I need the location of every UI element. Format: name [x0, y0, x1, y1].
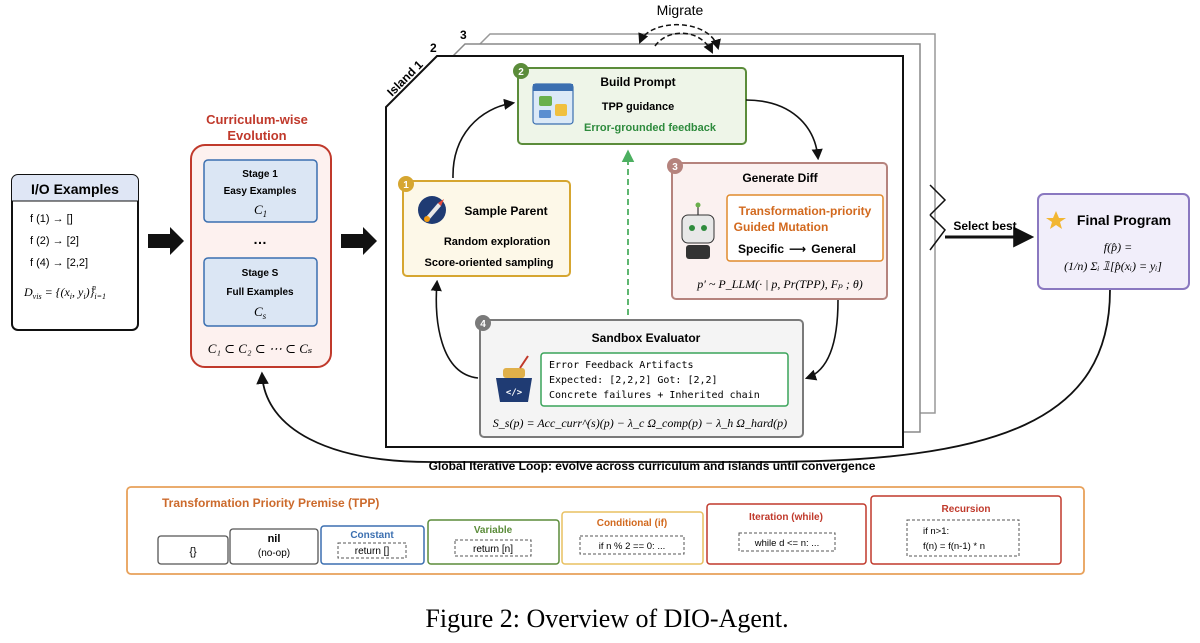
stage-1-title: Stage 1 [242, 169, 278, 180]
select-best-label: Select best [953, 219, 1016, 233]
diff-step-number: 3 [672, 162, 678, 173]
svg-text:Constant: Constant [350, 530, 394, 541]
stage-s-title: Stage S [242, 268, 279, 279]
stage-1-box [203, 159, 318, 223]
stage-s-symbol: Cs [254, 304, 267, 321]
tpp-item-recursion: Recursion if n>1: f(n) = f(n-1) * n [870, 495, 1062, 565]
build-line2: Error-grounded feedback [584, 122, 717, 134]
curriculum-chain: C₁ ⊂ C₂ ⊂ ⋯ ⊂ Cₛ [208, 341, 313, 356]
artifact-line: Error Feedback Artifacts [549, 360, 694, 371]
mutation-line2: Guided Mutation [734, 220, 829, 234]
final-line1: f(p̂) = [1104, 240, 1132, 254]
svg-text:return []: return [] [355, 546, 390, 557]
svg-text:Iteration (while): Iteration (while) [749, 512, 823, 523]
sandbox-evaluator-node: 4 Sandbox Evaluator </> Error Feedback A… [475, 315, 804, 438]
artifact-line: Expected: [2,2,2] Got: [2,2] [549, 375, 718, 386]
migrate-label: Migrate [657, 2, 704, 18]
global-loop-label: Global Iterative Loop: evolve across cur… [429, 459, 876, 473]
island-2-label: 2 [430, 41, 437, 55]
migrate-arrow [638, 23, 721, 51]
generate-diff-node: 3 Generate Diff Transformation-priority … [667, 158, 888, 300]
migrate-arrow-inner [654, 32, 713, 54]
artifact-line: Concrete failures + Inherited chain [549, 390, 760, 401]
parent-line2: Score-oriented sampling [425, 257, 554, 269]
mutation-line1: Transformation-priority [739, 204, 872, 218]
io-example-line: f (2) → [2] [30, 235, 79, 247]
curriculum-title-line1: Curriculum-wise [206, 112, 308, 127]
tpp-item-iteration: Iteration (while) while d <= n: ... [706, 503, 867, 565]
tpp-title: Transformation Priority Premise (TPP) [162, 496, 379, 510]
svg-text:Variable: Variable [474, 525, 513, 536]
curriculum-panel: Curriculum-wise Evolution Stage 1 Easy E… [190, 112, 332, 368]
parent-title: Sample Parent [464, 204, 547, 218]
tpp-item-empty: {} [157, 535, 229, 565]
svg-text:f(n) = f(n-1) * n: f(n) = f(n-1) * n [923, 541, 985, 552]
arrow-diff-to-sandbox [804, 299, 839, 381]
svg-text:Conditional (if): Conditional (if) [597, 518, 668, 529]
artifacts-box [540, 352, 789, 407]
build-title: Build Prompt [600, 75, 675, 89]
stage-s-box [203, 257, 318, 327]
select-best-connector: Select best [929, 184, 1035, 251]
stage-ellipsis: … [253, 231, 267, 247]
svg-text:if n>1:: if n>1: [923, 526, 949, 537]
io-examples-title: I/O Examples [31, 181, 119, 197]
rocket-icon [418, 196, 446, 224]
svg-text:{}: {} [189, 546, 197, 558]
tpp-item-nil: nil (no-op) [229, 528, 319, 565]
io-example-line: f (1) → [] [30, 213, 73, 225]
sandbox-title: Sandbox Evaluator [592, 331, 701, 345]
tpp-panel: Transformation Priority Premise (TPP) {}… [126, 486, 1085, 575]
svg-text:while d <= n: ...: while d <= n: ... [754, 538, 819, 549]
stage-s-subtitle: Full Examples [226, 287, 294, 298]
io-examples-panel: I/O Examples f (1) → [] f (2) → [2] f (4… [11, 174, 139, 331]
svg-text:if n % 2 == 0: ...: if n % 2 == 0: ... [599, 541, 666, 552]
tpp-item-conditional: Conditional (if) if n % 2 == 0: ... [561, 511, 704, 565]
diff-formula: p′ ~ P_LLM(· | p, Pr(TPP), Fₚ ; θ) [696, 277, 862, 291]
final-line2: (1/n) Σᵢ 𝟙[p̂(xᵢ) = yᵢ] [1064, 259, 1162, 273]
mutation-box [726, 194, 884, 262]
figure-caption: Figure 2: Overview of DIO-Agent. [425, 604, 788, 633]
stage-1-symbol: C1 [254, 202, 267, 219]
diff-title: Generate Diff [742, 171, 818, 185]
svg-text:nil: nil [268, 533, 281, 545]
global-loop-arrow [256, 289, 1111, 463]
build-prompt-node: 2 Build Prompt TPP guidance Error-ground… [513, 63, 747, 145]
arrow-build-to-diff [745, 99, 823, 161]
svg-text:</>: </> [506, 388, 523, 398]
prompt-window-icon [532, 83, 574, 125]
arrow-sandbox-to-parent [430, 279, 479, 379]
build-step-number: 2 [518, 67, 524, 78]
io-dataset-formula: Dvis = {(xi, yi)}i=1n [23, 283, 106, 301]
star-icon [1046, 211, 1066, 229]
score-formula: S_s(p) = Acc_curr^(s)(p) − λ_c Ω_comp(p)… [493, 416, 787, 430]
svg-text:Recursion: Recursion [942, 504, 991, 515]
io-example-line: f (4) → [2,2] [30, 257, 88, 269]
specific-general-row: Specific⟶General [738, 242, 856, 256]
curriculum-title-line2: Evolution [227, 128, 286, 143]
island-3-label: 3 [460, 28, 467, 42]
svg-text:return [n]: return [n] [473, 544, 513, 555]
arrow-io-to-curriculum [148, 227, 184, 255]
svg-text:(no-op): (no-op) [258, 548, 290, 559]
parent-step-number: 1 [403, 180, 409, 191]
stage-1-subtitle: Easy Examples [224, 186, 297, 197]
final-title: Final Program [1077, 212, 1171, 228]
final-program-panel: Final Program f(p̂) = (1/n) Σᵢ 𝟙[p̂(xᵢ) … [1037, 193, 1190, 290]
sample-parent-node: 1 Sample Parent Random exploration Score… [398, 176, 571, 277]
robot-icon [681, 202, 715, 259]
arrow-parent-to-build [452, 98, 516, 179]
evolution-cycle-arrows [430, 98, 839, 381]
tpp-item-constant: Constant return [] [320, 525, 425, 565]
build-line1: TPP guidance [602, 101, 675, 113]
tpp-item-variable: Variable return [n] [427, 519, 560, 565]
parent-line1: Random exploration [444, 236, 551, 248]
sandbox-step-number: 4 [480, 319, 486, 330]
sandbox-code-icon: </> [496, 355, 532, 402]
arrow-curriculum-to-islands [341, 227, 377, 255]
